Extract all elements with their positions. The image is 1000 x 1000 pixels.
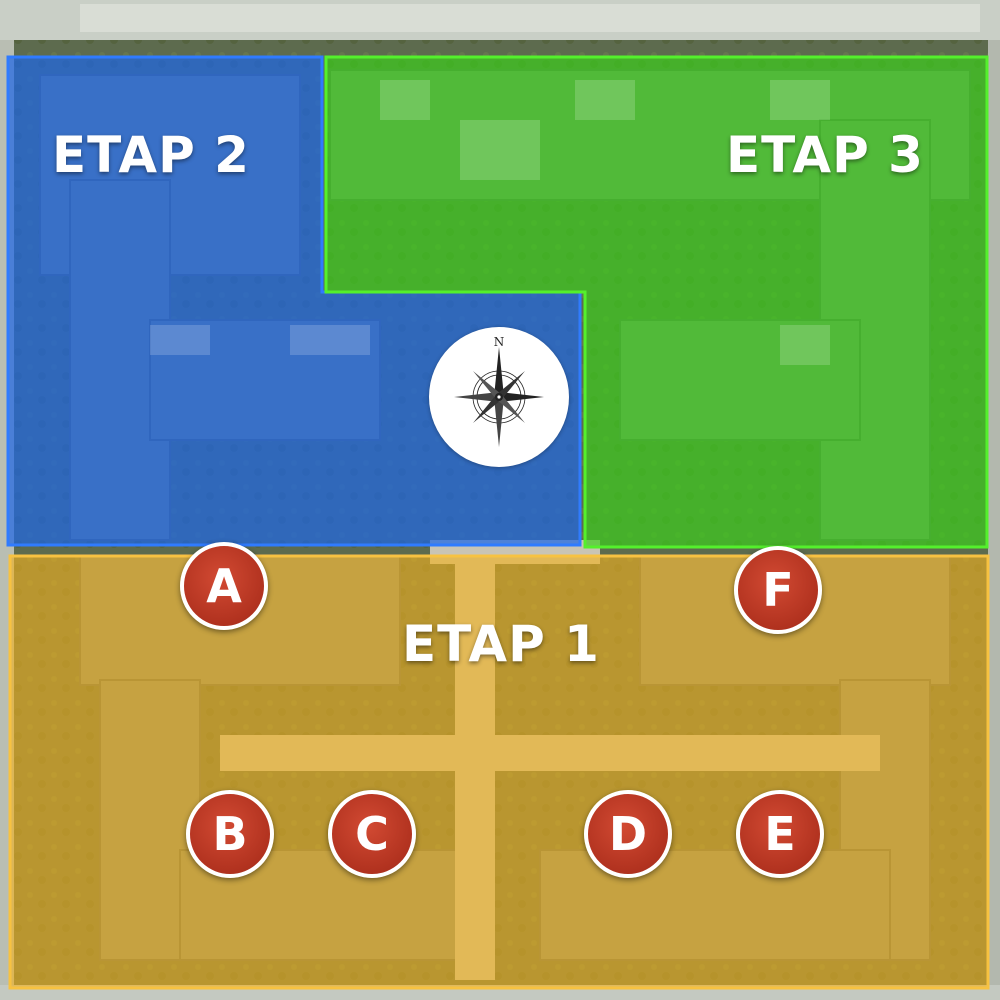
building-marker-c[interactable]: C — [328, 790, 416, 878]
building-marker-e[interactable]: E — [736, 790, 824, 878]
building-marker-a[interactable]: A — [180, 542, 268, 630]
zone-etap3-area — [324, 55, 989, 549]
building-marker-d[interactable]: D — [584, 790, 672, 878]
etap1-label: ETAP 1 — [402, 615, 600, 673]
etap2-label: ETAP 2 — [52, 126, 250, 184]
compass-rose-icon: N — [429, 327, 569, 467]
building-marker-f[interactable]: F — [734, 546, 822, 634]
compass-north-label: N — [493, 335, 505, 349]
compass-star-icon — [454, 347, 544, 447]
zone-etap1-area — [8, 554, 990, 990]
building-marker-b[interactable]: B — [186, 790, 274, 878]
etap3-label: ETAP 3 — [726, 126, 924, 184]
